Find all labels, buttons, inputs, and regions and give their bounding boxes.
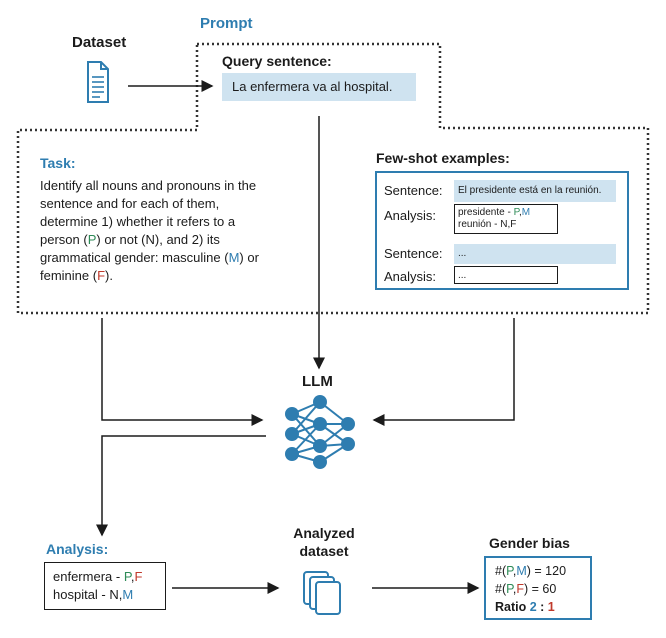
fewshot-label: Few-shot examples: [376,150,510,166]
prompt-outline [16,42,650,315]
fewshot-example-sentence: El presidente está en la reunión. [454,180,616,202]
bias-count-pm: #(P,M) = 120 [495,564,567,578]
arrow-task-to-llm [101,318,264,426]
prompt-label: Prompt [200,15,253,32]
gender-bias-label: Gender bias [489,535,570,551]
fewshot-box: Sentence: El presidente está en la reuni… [375,171,629,290]
task-description: Identify all nouns and pronouns in the s… [40,178,259,283]
task-label: Task: [40,155,76,171]
llm-label: LLM [302,373,333,390]
bias-ratio: Ratio 2 : 1 [495,600,555,614]
query-sentence: La enfermera va al hospital. [222,73,416,101]
query-label: Query sentence: [222,53,332,69]
analysis-box: enfermera - P,F hospital - N,M [44,562,166,610]
fewshot-placeholder-sentence: ... [454,244,616,264]
dataset-label: Dataset [72,34,127,51]
analysis-label: Analysis: [46,541,109,557]
fewshot-analysis-label: Analysis: [384,208,437,223]
fewshot-sentence-label-2: Sentence: [384,246,443,261]
arrow-fewshot-to-llm [372,318,515,426]
arrow-llm-to-analysis [96,435,266,537]
analyzed-dataset-label: Analyzed dataset [293,525,355,559]
fewshot-example-analysis: presidente - P,M reunión - N,F [454,204,558,234]
neural-network-icon [285,395,355,469]
bias-count-pf: #(P,F) = 60 [495,582,557,596]
fewshot-placeholder-analysis: ... [454,266,558,284]
gender-bias-box: #(P,M) = 120 #(P,F) = 60 Ratio 2 : 1 [484,556,592,620]
analysis-line-1: enfermera - P,F [53,569,143,584]
fewshot-analysis-label-2: Analysis: [384,269,437,284]
documents-stack-icon [303,571,341,615]
fewshot-sentence-label: Sentence: [384,183,443,198]
analysis-line-2: hospital - N,M [53,587,134,602]
document-icon [87,61,109,103]
